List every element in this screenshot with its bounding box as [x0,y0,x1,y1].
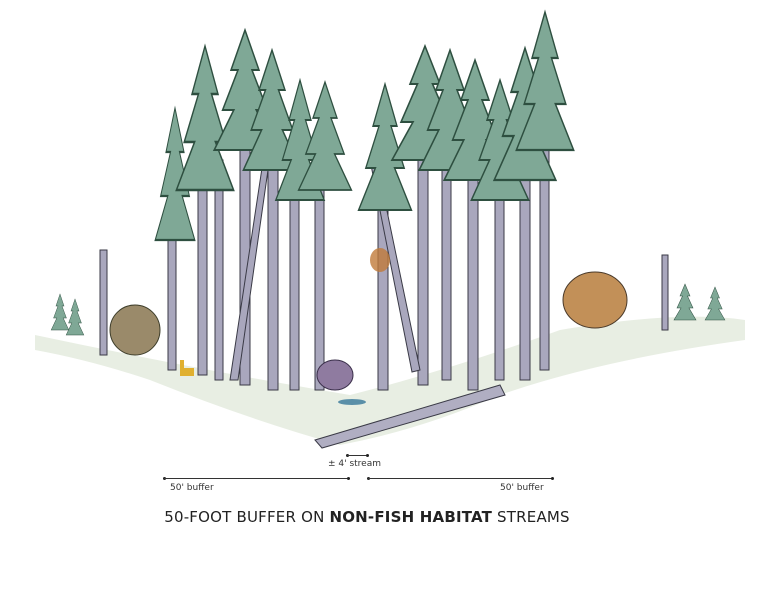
caption-prefix: 50-FOOT BUFFER ON [164,508,330,526]
stream-dim-right-dot [366,454,369,457]
stream-width-label: ± 4' stream [328,459,382,469]
left-buffer-label: 50' buffer [170,483,214,493]
caption-suffix: STREAMS [492,508,570,526]
right-buffer-dot-end [551,477,554,480]
left-buffer-dot-end [347,477,350,480]
stream-dim-line [347,455,367,456]
forest-buffer-illustration [35,10,745,449]
right-buffer-line [368,478,552,479]
caption-bold: NON-FISH HABITAT [329,508,493,526]
right-buffer-label: 50' buffer [500,483,544,493]
diagram-caption: 50-FOOT BUFFER ON NON-FISH HABITAT STREA… [0,508,734,526]
left-buffer-line [164,478,349,479]
